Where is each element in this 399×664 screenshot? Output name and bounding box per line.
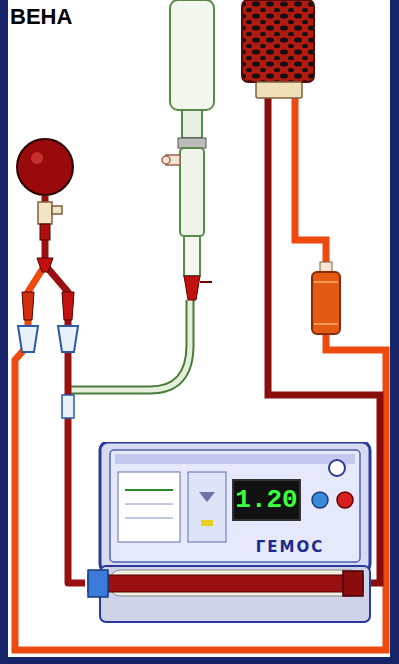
device-brand: ГЕМОС <box>235 538 345 556</box>
vein-node: ВЕНА <box>8 4 84 196</box>
display-value: 1.20 <box>233 480 300 520</box>
pump-device: 1.20ГЕМОС <box>85 442 377 627</box>
device-body <box>85 442 377 627</box>
vein-label: ВЕНА <box>10 4 72 30</box>
vein-circle <box>8 4 84 196</box>
blood-tube <box>45 196 85 583</box>
